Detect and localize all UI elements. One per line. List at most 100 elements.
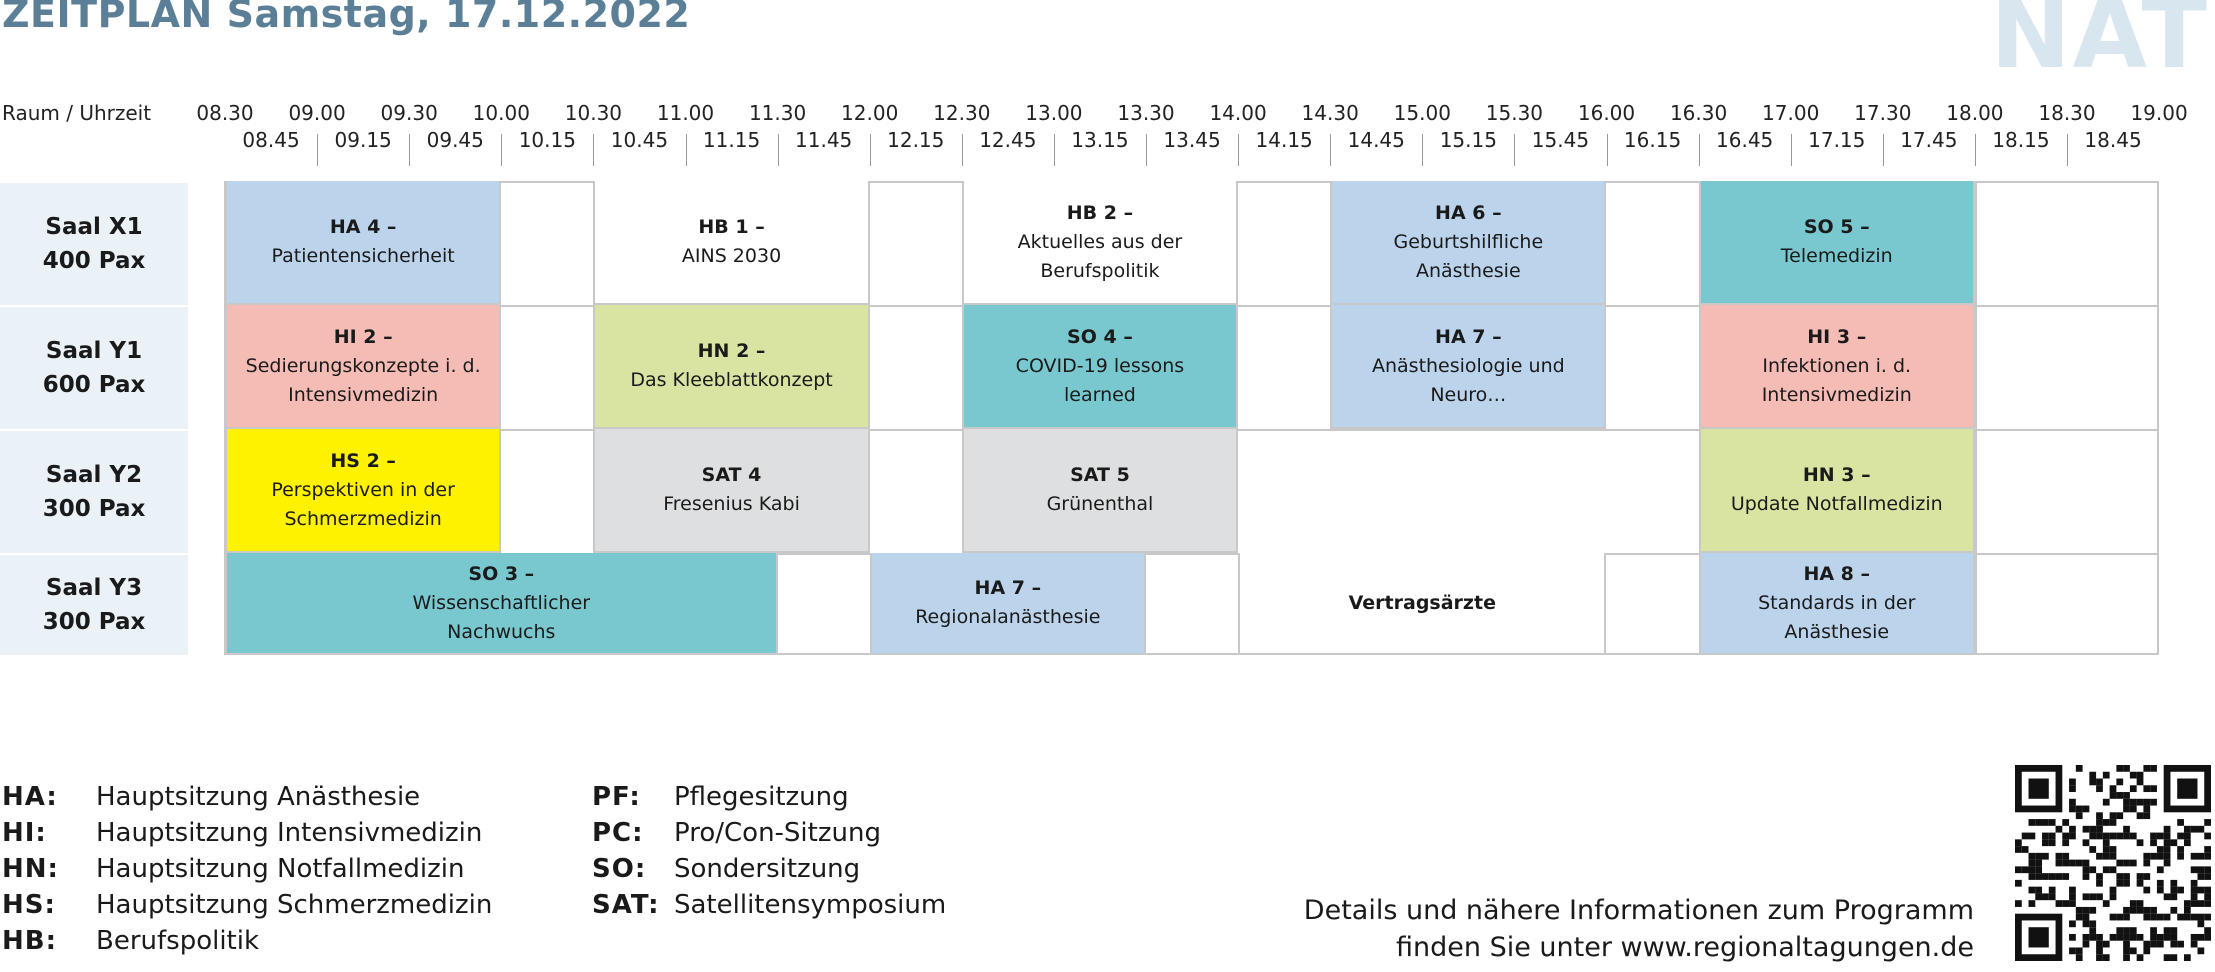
qr-module xyxy=(2129,798,2137,806)
qr-module xyxy=(2204,913,2211,921)
qr-module xyxy=(2143,852,2151,860)
time-label-major: 14.30 xyxy=(1301,101,1359,125)
session-code: HA 4 – xyxy=(329,216,397,238)
qr-module xyxy=(2183,913,2191,921)
time-divider xyxy=(317,134,319,166)
session-code: HA 6 – xyxy=(1435,201,1502,224)
qr-module xyxy=(2197,947,2205,955)
qr-module xyxy=(2143,859,2151,867)
qr-module xyxy=(2177,940,2184,948)
qr-module xyxy=(2075,812,2083,820)
qr-module xyxy=(2102,839,2110,847)
session-cell[interactable]: HA 8 –Standards in der Anästhesie xyxy=(1698,553,1975,655)
qr-module xyxy=(2204,846,2211,853)
session-cell[interactable]: HS 2 –Perspektiven in der Schmerzmedizin xyxy=(225,429,502,553)
legend-description: Berufspolitik xyxy=(96,926,260,956)
info-link[interactable]: finden Sie unter www.regionaltagungen.de xyxy=(1396,932,1974,963)
qr-module xyxy=(2082,859,2090,867)
qr-module xyxy=(2163,859,2171,867)
qr-module xyxy=(2163,913,2171,921)
legend-description: Sondersitzung xyxy=(674,854,861,884)
time-divider xyxy=(1606,134,1608,166)
qr-module xyxy=(2089,920,2097,928)
session-cell[interactable]: HB 2 –Aktuelles aus der Berufspolitik xyxy=(961,181,1239,305)
qr-module xyxy=(2075,859,2083,867)
session-code: HN 2 – xyxy=(697,340,766,362)
time-label-major: 16.30 xyxy=(1669,101,1728,125)
qr-module xyxy=(2015,879,2022,887)
session-cell[interactable]: SO 3 –Wissenschaftlicher Nachwuchs xyxy=(225,553,778,655)
qr-module xyxy=(2156,846,2164,853)
qr-module xyxy=(2028,852,2036,860)
room-name: Saal Y2 xyxy=(45,462,143,488)
session-code: HA 7 – xyxy=(1435,325,1502,348)
session-title: Infektionen i. d. Intensivmedizin xyxy=(1761,354,1912,406)
qr-module xyxy=(2143,913,2151,921)
session-code: HI 3 – xyxy=(1807,325,1867,348)
time-divider xyxy=(1053,134,1055,166)
qr-module xyxy=(2096,940,2103,948)
room-capacity: 300 Pax xyxy=(42,496,146,522)
qr-module xyxy=(2048,819,2056,826)
qr-module xyxy=(2156,940,2164,948)
qr-module xyxy=(2035,886,2043,894)
session-cell[interactable]: HA 6 –Geburtshilfliche Anästhesie xyxy=(1330,181,1607,305)
legend-code: PC: xyxy=(592,818,644,848)
qr-module xyxy=(2082,933,2090,941)
qr-module xyxy=(2190,879,2198,887)
qr-module xyxy=(2150,785,2157,793)
qr-module xyxy=(2177,778,2198,799)
session-cell[interactable]: HN 2 –Das Kleeblattkonzept xyxy=(593,305,870,429)
qr-module xyxy=(2089,933,2097,941)
qr-module xyxy=(2096,933,2103,941)
time-label-major: 18.00 xyxy=(1946,101,2004,125)
qr-module xyxy=(2123,765,2130,772)
session-cell[interactable]: SO 5 –Telemedizin xyxy=(1698,181,1975,305)
session-code: HB 1 – xyxy=(698,216,765,238)
session-cell[interactable]: HA 4 –Patientensicherheit xyxy=(225,181,502,305)
session-cell[interactable]: HB 1 –AINS 2030 xyxy=(593,181,870,305)
session-cell[interactable]: HA 7 –Anästhesiologie und Neuro… xyxy=(1330,305,1607,429)
session-title: Sedierungskonzepte i. d. Intensivmedizin xyxy=(245,354,481,406)
time-label-minor: 10.45 xyxy=(610,128,669,152)
qr-module xyxy=(2136,771,2144,779)
qr-module xyxy=(2190,933,2198,941)
qr-module xyxy=(2190,900,2198,907)
qr-module xyxy=(2116,879,2124,887)
qr-module xyxy=(2150,906,2157,914)
qr-module xyxy=(2150,832,2157,840)
session-cell[interactable]: HN 3 –Update Notfallmedizin xyxy=(1698,429,1975,553)
session-cell[interactable]: HI 3 – Infektionen i. d. Intensivmedizin xyxy=(1698,305,1975,429)
qr-module xyxy=(2136,873,2144,880)
session-title: Fresenius Kabi xyxy=(663,493,800,515)
session-cell[interactable]: HA 7 –Regionalanästhesie xyxy=(869,553,1146,655)
time-divider xyxy=(961,134,963,166)
qr-module xyxy=(2183,906,2191,914)
qr-module xyxy=(2055,873,2063,880)
qr-module xyxy=(2204,832,2211,840)
qr-module xyxy=(2042,832,2049,840)
time-label-major: 15.00 xyxy=(1393,101,1451,125)
qr-module xyxy=(2102,771,2110,779)
qr-module xyxy=(2197,920,2205,928)
qr-module xyxy=(2082,893,2090,901)
qr-module xyxy=(2183,839,2191,847)
qr-module xyxy=(2156,933,2164,941)
qr-module xyxy=(2129,859,2137,867)
time-label-major: 15.30 xyxy=(1485,101,1544,125)
qr-module xyxy=(2075,947,2083,955)
qr-module xyxy=(2116,778,2124,786)
qr-module xyxy=(2021,832,2029,840)
info-line-2[interactable]: finden Sie unter www.regionaltagungen.de xyxy=(1396,932,1974,963)
session-cell[interactable]: Vertragsärzte xyxy=(1238,553,1607,655)
qr-code-icon[interactable] xyxy=(2015,765,2211,961)
qr-module xyxy=(2015,839,2022,847)
qr-module xyxy=(2183,825,2191,833)
session-cell[interactable]: HI 2 –Sedierungskonzepte i. d. Intensivm… xyxy=(225,305,502,429)
session-cell[interactable]: SO 4 –COVID-19 lessons learned xyxy=(961,305,1239,429)
qr-module xyxy=(2150,765,2157,772)
column-divider xyxy=(1974,181,1977,655)
qr-module xyxy=(2035,819,2043,826)
